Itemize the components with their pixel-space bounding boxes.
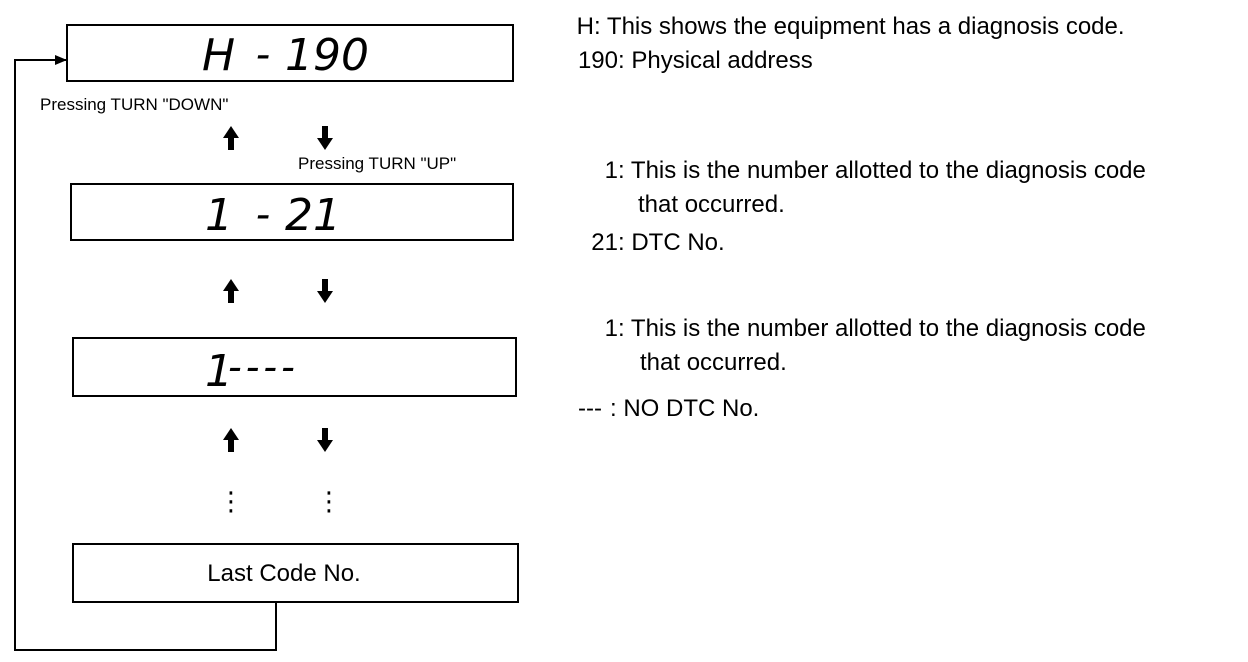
explain-text-1-b: This is the number allotted to the diagn… — [630, 315, 1146, 342]
explain-key-1-a: 1 — [604, 157, 618, 184]
explain-text-1-b-cont: that occurred. — [640, 349, 787, 376]
explain-group2-line1-cont: that occurred. — [638, 190, 785, 220]
display-1-dashes-prefix: 1 — [205, 346, 233, 397]
explain-key-190: 190 — [577, 47, 618, 74]
display-h190-prefix: H — [202, 30, 235, 81]
arrow-down-row3 — [317, 428, 333, 452]
last-code-label: Last Code No. — [207, 560, 360, 587]
loop-back-line — [14, 55, 277, 651]
explain-key-1-b: 1 — [604, 315, 618, 342]
arrow-down-row1 — [317, 126, 333, 150]
ellipsis-right: ⋮ — [316, 487, 342, 517]
arrow-up-row2 — [223, 279, 239, 303]
explain-group2-line1: 1: This is the number allotted to the di… — [566, 156, 1146, 186]
explain-group3-line1: 1: This is the number allotted to the di… — [566, 314, 1146, 344]
explain-group1-line1: H: This shows the equipment has a diagno… — [566, 12, 1125, 42]
explain-key-h: H — [576, 13, 594, 40]
arrow-up-row3 — [223, 428, 239, 452]
explain-text-1-a: This is the number allotted to the diagn… — [630, 157, 1146, 184]
explain-key-21: 21 — [591, 229, 618, 256]
explain-text-21: DTC No. — [631, 229, 725, 256]
display-box-1-21: 1 - 21 — [70, 183, 514, 241]
arrow-up-row1 — [223, 126, 239, 150]
explain-group1-line2: 190: Physical address — [566, 46, 813, 76]
explain-group3-line1-cont: that occurred. — [640, 348, 787, 378]
display-1-21-dash: - — [256, 192, 270, 238]
display-1-21-prefix: 1 — [205, 190, 233, 241]
explain-text-190: Physical address — [631, 47, 813, 74]
display-box-1-dashes: 1 ---- — [72, 337, 517, 397]
last-code-box: Last Code No. — [72, 543, 519, 603]
display-h190-dash: - — [256, 32, 270, 78]
ellipsis-left: ⋮ — [218, 487, 244, 517]
arrow-down-row2 — [317, 279, 333, 303]
turn-up-label: Pressing TURN "UP" — [298, 154, 456, 173]
explain-group3-line2: ---: NO DTC No. — [578, 395, 760, 422]
display-1-dashes-dashes: ---- — [228, 345, 299, 389]
explain-text-1-a-cont: that occurred. — [638, 191, 785, 218]
turn-down-label: Pressing TURN "DOWN" — [40, 95, 228, 114]
explain-text-h: This shows the equipment has a diagnosis… — [606, 13, 1125, 40]
display-1-21-code: 21 — [285, 190, 341, 241]
display-box-h190: H - 190 — [66, 24, 514, 82]
explain-text-dashes: NO DTC No. — [623, 395, 760, 422]
explain-key-dashes: --- — [578, 395, 602, 422]
display-h190-code: 190 — [285, 30, 369, 81]
explain-group2-line2: 21: DTC No. — [566, 228, 725, 258]
